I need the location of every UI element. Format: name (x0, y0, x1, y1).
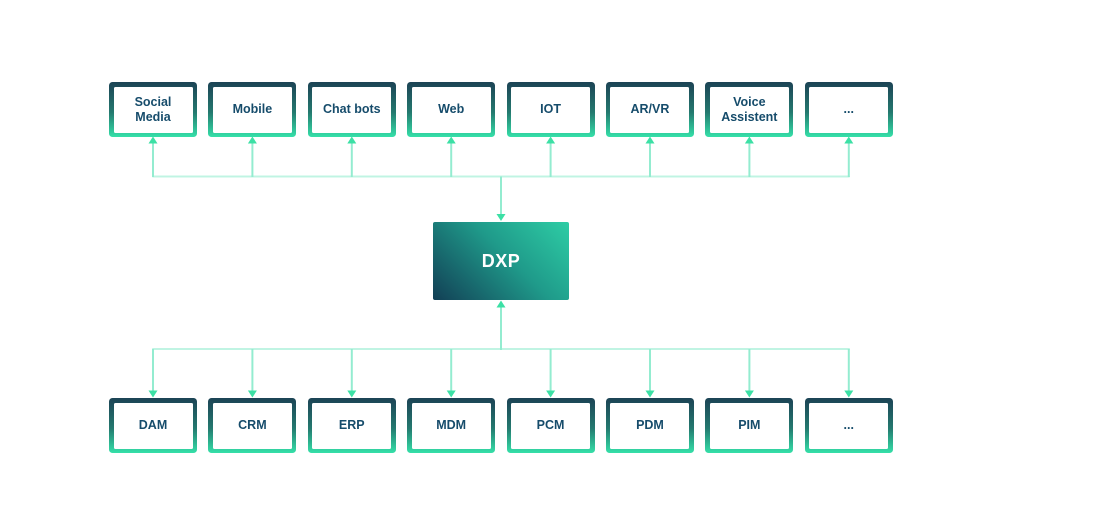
channel-label: AR/VR (630, 102, 670, 117)
system-box-pim: PIM (705, 398, 794, 453)
arrowhead-up-dxp (496, 300, 506, 308)
channel-box-mobile: Mobile (208, 82, 297, 137)
channel-box-social-media: Social Media (109, 82, 197, 137)
system-box-erp: ERP (307, 398, 396, 453)
system-label: ... (843, 418, 854, 433)
dxp-box: DXP (433, 222, 569, 300)
arrowhead-down-dxp (496, 214, 506, 221)
channel-box-ar-vr: AR/VR (605, 82, 694, 137)
channel-label: Mobile (232, 102, 273, 117)
system-box-dam: DAM (109, 398, 197, 453)
arrowheads-up-channels (148, 136, 854, 144)
system-box-crm: CRM (208, 398, 297, 453)
channel-label: ... (843, 102, 854, 117)
system-label: CRM (238, 418, 267, 433)
channel-label: Web (438, 102, 465, 117)
system-label: MDM (436, 418, 467, 433)
channel-label: Chat bots (322, 102, 381, 117)
system-label: PDM (636, 418, 664, 433)
systems-row: DAM CRM ERP MDM PCM PDM PIM ... (109, 398, 893, 453)
channel-label: Voice Assistent (721, 94, 778, 124)
channel-box-more: ... (804, 82, 893, 137)
system-box-more: ... (804, 398, 893, 453)
channel-box-voice-assistent: Voice Assistent (705, 82, 794, 137)
channel-label: Social Media (134, 94, 172, 124)
channel-box-iot: IOT (506, 82, 595, 137)
system-label: DAM (138, 418, 168, 433)
system-box-pcm: PCM (506, 398, 595, 453)
channels-row: Social Media Mobile Chat bots Web IOT AR… (109, 82, 893, 137)
system-label: PIM (738, 418, 761, 433)
system-label: PCM (536, 418, 565, 433)
channel-box-web: Web (407, 82, 496, 137)
system-box-mdm: MDM (407, 398, 496, 453)
system-label: ERP (338, 418, 365, 433)
dxp-label: DXP (481, 250, 521, 271)
connector-stems (152, 142, 850, 391)
arrowheads-down-systems (148, 390, 854, 398)
system-box-pdm: PDM (605, 398, 694, 453)
channel-label: IOT (540, 102, 561, 117)
channel-box-chat-bots: Chat bots (307, 82, 396, 137)
